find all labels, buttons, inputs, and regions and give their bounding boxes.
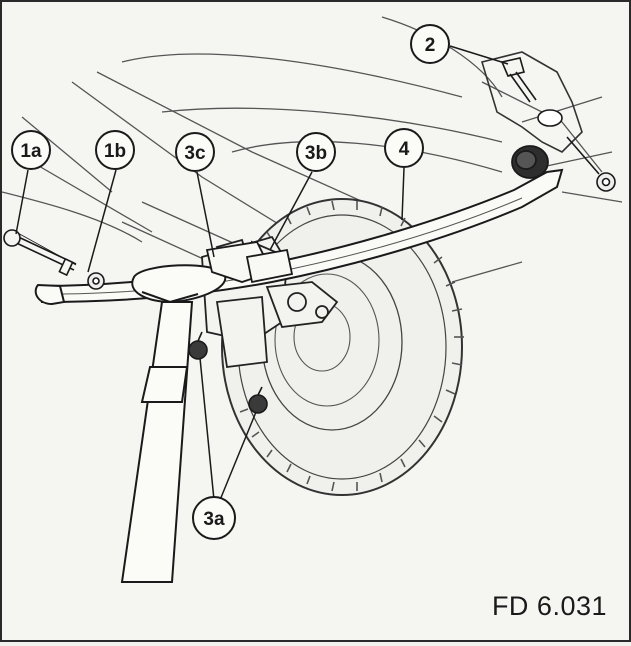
figure-code: FD 6.031: [491, 591, 607, 621]
axle-bracket-assembly: [201, 235, 339, 369]
front-nut-1b: [87, 272, 105, 290]
jack-stand: [120, 264, 227, 583]
front-bolt-1a: [3, 229, 77, 277]
callout-1a-label: 1a: [20, 141, 42, 162]
callout-3b-label: 3b: [305, 143, 327, 164]
front-spring-eye: [34, 283, 66, 306]
leader-lines: [15, 45, 509, 501]
callout-circles: [11, 24, 450, 540]
callout-1b-label: 1b: [104, 141, 126, 162]
callout-4-label: 4: [399, 139, 410, 160]
bump-stop-3c-3b: [205, 241, 294, 284]
rear-nut: [566, 136, 616, 192]
callout-labels: 1a 1b 3c 3b 4 2 3a: [20, 35, 435, 530]
vehicle-body-background: [2, 16, 623, 283]
u-bolt-nuts-3a: [188, 331, 268, 414]
rear-bush: [511, 145, 549, 179]
callout-2-label: 2: [425, 35, 436, 56]
callout-3c-label: 3c: [184, 143, 206, 164]
callout-3a-label: 3a: [203, 509, 225, 530]
